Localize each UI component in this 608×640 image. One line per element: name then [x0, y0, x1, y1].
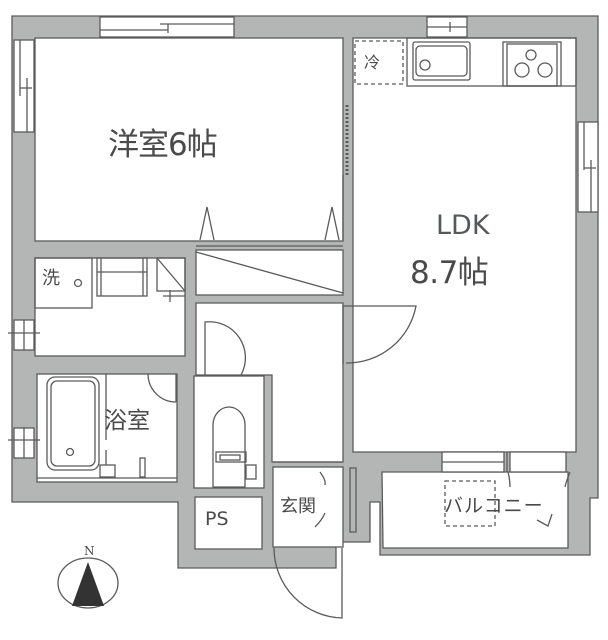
drain-icon — [65, 447, 75, 457]
faucet-icon — [419, 59, 431, 71]
ldk-size-label: 8.7帖 — [410, 255, 489, 291]
kitchen-counter — [406, 37, 577, 87]
window-top-left — [99, 16, 235, 38]
pipe-space-floor — [194, 496, 263, 550]
closet-door-right — [324, 206, 340, 241]
sink — [412, 41, 471, 81]
washroom-cabinet — [156, 257, 186, 292]
toilet-bowl — [212, 406, 246, 488]
burner-icon — [525, 49, 537, 61]
compass-north-arrow-icon — [72, 562, 104, 606]
bathroom-label: 浴室 — [104, 408, 150, 434]
compass-north-label: N — [84, 544, 95, 558]
vanity — [96, 257, 148, 297]
toilet-door-swing — [204, 321, 247, 376]
bathtub — [46, 376, 100, 471]
burner-icon — [514, 62, 530, 78]
refrigerator-label: 冷 — [364, 53, 381, 72]
closet-shelf-line — [195, 251, 344, 294]
aircon-outdoor-unit — [444, 480, 496, 527]
ldk-door-swing — [343, 305, 417, 364]
washroom-floor — [34, 257, 186, 357]
washer-label: 洗 — [42, 268, 60, 289]
pipe-space-label: PS — [205, 508, 229, 530]
balcony-label: バルコニー — [444, 495, 544, 517]
shoe-cabinet — [349, 467, 357, 533]
entrance-floor — [272, 466, 344, 548]
window-right — [577, 121, 599, 213]
toilet-floor — [193, 375, 265, 489]
compass-ring — [57, 557, 119, 609]
burner-icon — [537, 62, 553, 78]
entrance-door-swing — [273, 547, 343, 619]
refrigerator-space — [354, 40, 404, 85]
balcony-floor — [381, 471, 569, 549]
window-left — [13, 39, 35, 133]
washer-space — [34, 257, 93, 309]
western-room-label: 洋室6帖 — [108, 127, 218, 163]
bathroom-door-swing — [147, 373, 177, 403]
bathroom-floor — [36, 373, 178, 483]
fixtures — [8, 16, 599, 619]
ldk-label: LDK — [436, 210, 490, 241]
ldk-floor — [352, 37, 577, 453]
hallway-floor — [195, 302, 344, 463]
western-room-floor — [34, 37, 344, 242]
closet-door-left — [199, 206, 215, 241]
entrance-label: 玄関 — [280, 496, 316, 517]
